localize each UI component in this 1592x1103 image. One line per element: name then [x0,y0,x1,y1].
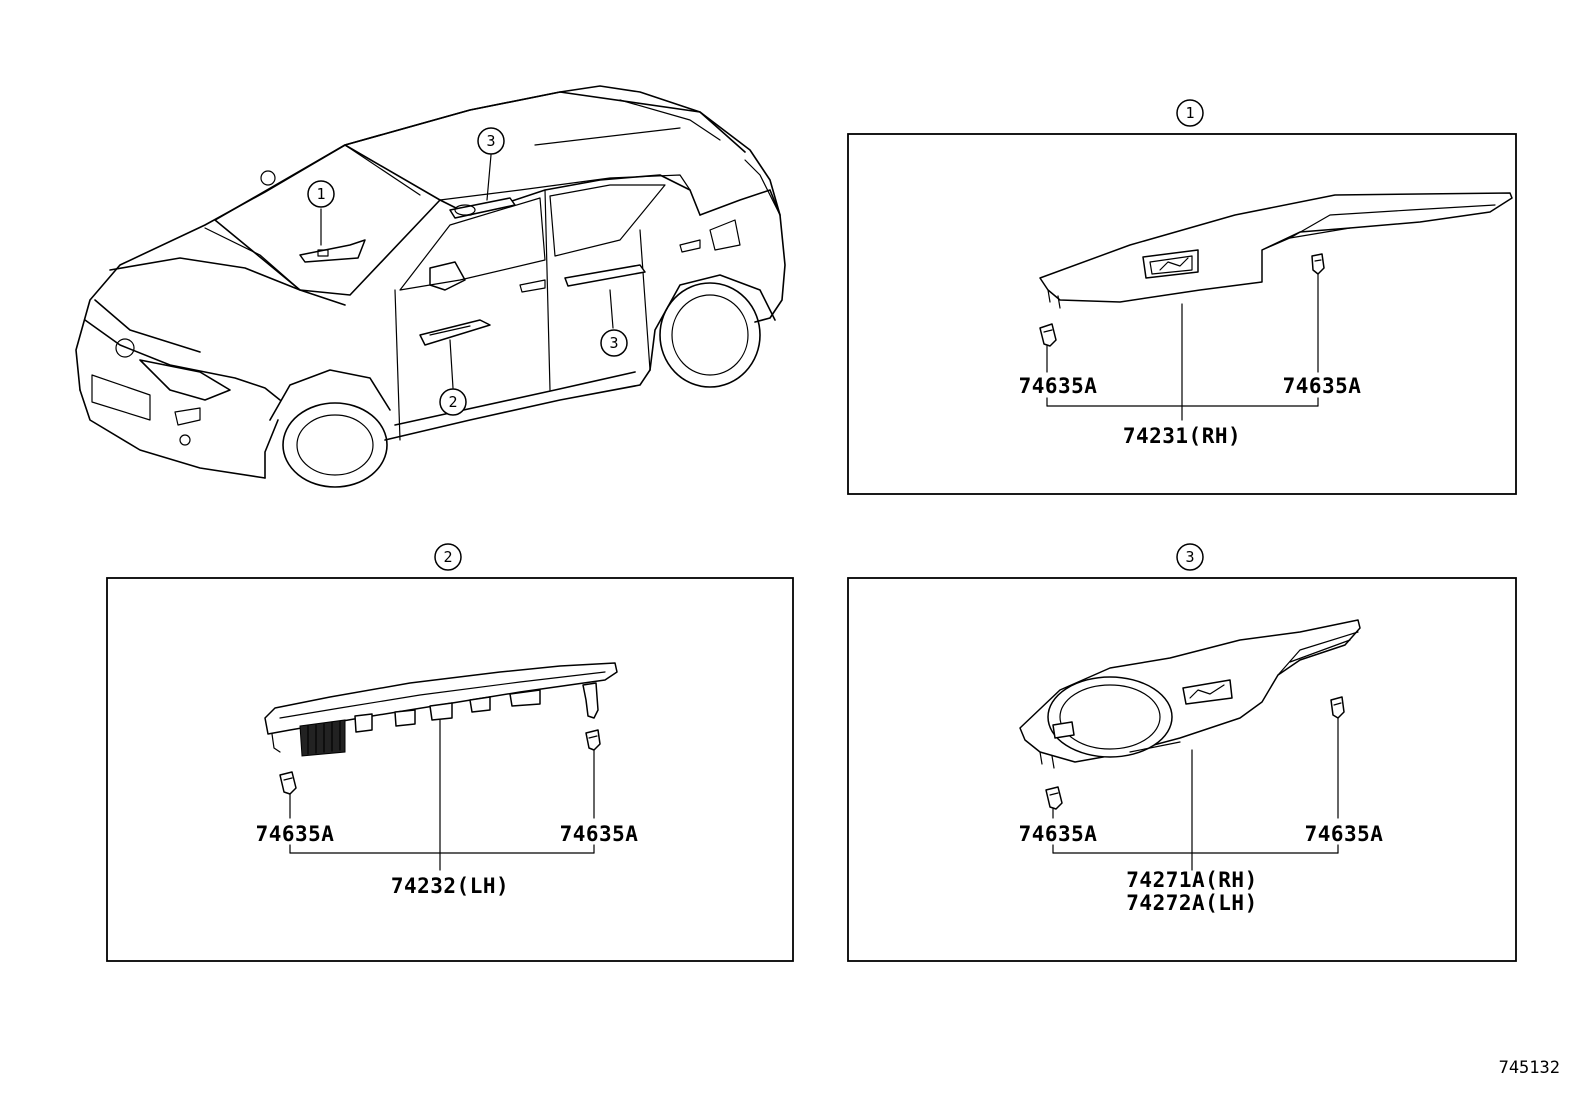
panel-3-clip-left-icon [1045,786,1063,810]
panel-3-part-lh-label: 74272A(LH) [1126,891,1257,915]
svg-text:1: 1 [1185,104,1194,122]
panel-3-callout: 3 [1176,543,1204,571]
panel-1-clip-left-label: 74635A [1019,374,1098,398]
panel-2-clip-right-icon [585,729,601,751]
svg-text:2: 2 [448,393,457,411]
panel-1-callout: 1 [1176,99,1204,127]
panel-3-clip-right-icon [1330,696,1345,719]
svg-text:3: 3 [486,132,495,150]
svg-text:2: 2 [443,548,452,566]
panel-3-frame [847,577,1517,962]
panel-1-clip-right-label: 74635A [1283,374,1362,398]
panel-1-switch-base [1039,192,1513,309]
vehicle-callout-1: 1 [307,180,335,208]
vehicle-callout-2: 2 [439,388,467,416]
panel-2-frame [106,577,794,962]
panel-1-part-label: 74231(RH) [1123,424,1241,448]
panel-1-clip-left-icon [1039,323,1057,347]
panel-2-clip-right-label: 74635A [560,822,639,846]
panel-3-clip-right-label: 74635A [1305,822,1384,846]
svg-text:3: 3 [1185,548,1194,566]
vehicle-illustration [75,85,786,488]
svg-text:1: 1 [316,185,325,203]
panel-1-frame [847,133,1517,495]
svg-text:3: 3 [609,334,618,352]
panel-1-clip-right-icon [1311,253,1325,275]
panel-3-switch-base [1019,619,1361,769]
panel-2-callout: 2 [434,543,462,571]
panel-2-part-label: 74232(LH) [391,874,509,898]
vehicle-callout-3-upper: 3 [477,127,505,155]
panel-3-clip-left-label: 74635A [1019,822,1098,846]
vehicle-callout-3-lower: 3 [600,329,628,357]
diagram-id: 745132 [1499,1058,1560,1078]
panel-2-clip-left-icon [279,771,297,795]
panel-3-part-rh-label: 74271A(RH) [1126,868,1257,892]
panel-2-switch-base [264,662,618,757]
panel-2-clip-left-label: 74635A [256,822,335,846]
